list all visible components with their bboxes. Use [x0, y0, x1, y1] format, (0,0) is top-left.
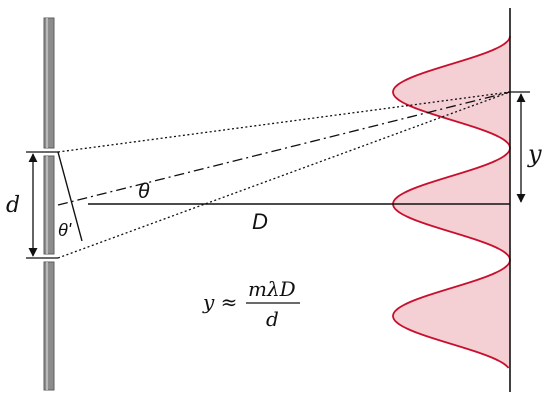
label-d: d: [6, 193, 20, 218]
slit-barrier: [43, 17, 55, 391]
interference-pattern-fill: [393, 36, 510, 368]
label-theta-prime: θ': [58, 220, 72, 240]
ray-top-slit: [57, 91, 511, 153]
fringe-position-formula: y ≈ mλD d: [202, 277, 300, 331]
barrier-highlight-bottom: [46, 262, 48, 390]
label-y: y: [527, 140, 542, 168]
barrier-highlight-middle: [46, 156, 48, 254]
barrier-top: [43, 17, 55, 149]
path-difference-line: [57, 151, 83, 242]
barrier-bottom: [43, 261, 55, 391]
y-measurement-marker: [508, 91, 530, 203]
label-D: D: [252, 209, 268, 234]
barrier-highlight-top: [46, 18, 48, 148]
interference-pattern-curve: [392, 35, 511, 369]
formula-numerator: mλD: [248, 277, 296, 301]
formula-lhs: y ≈: [202, 290, 237, 314]
formula-denominator: d: [266, 307, 279, 331]
slit-separation-marker: [26, 151, 58, 259]
ray-bottom-slit: [57, 91, 511, 259]
ray-center: [57, 91, 511, 206]
barrier-middle: [43, 155, 55, 255]
label-theta: θ: [138, 180, 150, 203]
